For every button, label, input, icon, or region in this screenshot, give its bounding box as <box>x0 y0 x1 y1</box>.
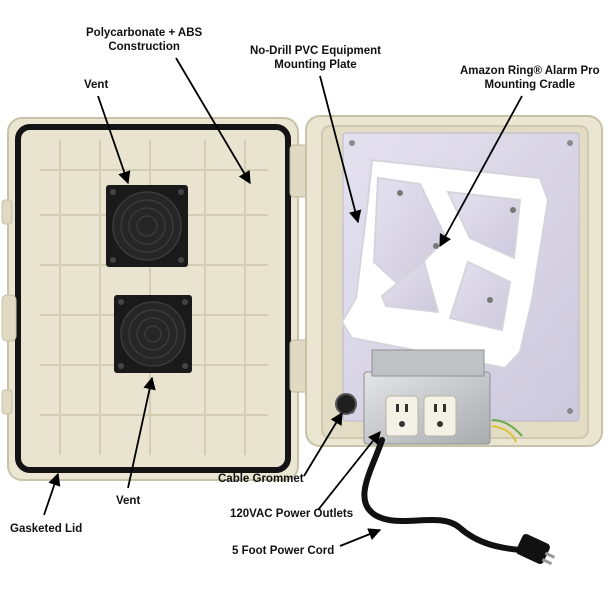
enclosure-lid <box>1 117 299 481</box>
arrow-vent-top <box>97 95 131 185</box>
callout-arrows <box>43 57 523 547</box>
arrow-power-outlets <box>317 431 381 511</box>
vent-fan-top <box>106 185 188 267</box>
ring-mounting-cradle <box>340 158 550 370</box>
lid-tab-top <box>1 199 13 225</box>
power-cord <box>361 437 556 566</box>
arrow-ring-cradle <box>439 95 523 248</box>
power-plug <box>516 534 550 564</box>
lid-tab-bottom <box>1 389 13 415</box>
enclosure-base <box>305 115 603 447</box>
cable-grommet <box>335 393 357 415</box>
label-vent-bottom: Vent <box>116 495 141 507</box>
label-gasketed-lid: Gasketed Lid <box>10 523 83 535</box>
label-power-cord: 5 Foot Power Cord <box>232 545 335 557</box>
label-cable-grommet: Cable Grommet <box>218 473 304 485</box>
label-polycarbonate: Polycarbonate + ABS Construction <box>86 27 203 53</box>
outlet-right <box>423 395 457 437</box>
vent-fan-bottom <box>114 295 192 373</box>
lid-ribs <box>40 140 268 455</box>
arrow-cable-grommet <box>303 411 343 477</box>
arrow-vent-bottom <box>127 376 156 489</box>
label-ring-cradle: Amazon Ring® Alarm Pro Mounting Cradle <box>460 65 600 91</box>
arrow-power-cord <box>339 528 382 547</box>
label-power-outlets: 120VAC Power Outlets <box>230 508 354 520</box>
arrow-polycarbonate <box>175 57 251 185</box>
power-outlet-box <box>363 349 523 445</box>
label-mounting-plate: No-Drill PVC Equipment Mounting Plate <box>250 45 381 71</box>
lid-tab-middle <box>1 294 17 342</box>
arrow-gasketed-lid <box>43 472 61 516</box>
arrow-mounting-plate <box>319 75 362 224</box>
label-vent-top: Vent <box>84 79 109 91</box>
outlet-left <box>385 395 419 437</box>
